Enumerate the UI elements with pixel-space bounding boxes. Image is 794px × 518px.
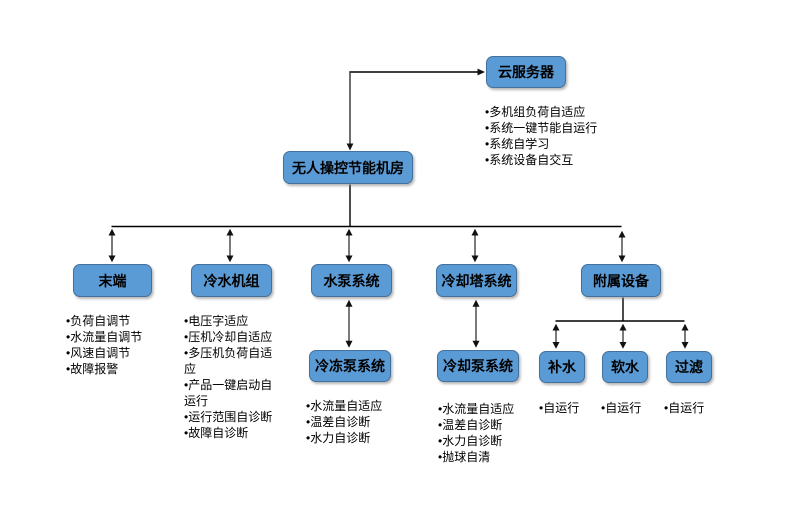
list-item: 系统一键节能自运行	[485, 120, 607, 136]
list-item: 水流量自调节	[66, 329, 154, 345]
list-item: 压机冷却自适应	[184, 329, 281, 345]
list-item: 运行范围自诊断	[184, 409, 281, 425]
list-item: 水力自诊断	[438, 433, 528, 449]
list-item: 负荷自调节	[66, 313, 154, 329]
list-item: 电压字适应	[184, 313, 281, 329]
feature-list-chillpump: 水流量自适应 温差自诊断 水力自诊断	[306, 398, 396, 446]
feature-list-coolpump: 水流量自适应 温差自诊断 水力自诊断 抛球自清	[438, 401, 528, 465]
list-item: 水流量自适应	[438, 401, 528, 417]
double-arrow-to-tower	[471, 228, 479, 263]
list-item: 水力自诊断	[306, 430, 396, 446]
double-arrow-to-pump	[345, 228, 353, 263]
node-soft-water: 软水	[602, 351, 648, 383]
arrowhead-into-cloud	[477, 68, 485, 76]
list-item: 抛球自清	[438, 449, 528, 465]
list-item: 风速自调节	[66, 345, 154, 361]
list-item: 产品一键启动自运行	[184, 377, 281, 409]
node-makeup-water: 补水	[539, 351, 585, 383]
list-item: 温差自诊断	[438, 417, 528, 433]
list-item: 系统设备自交互	[485, 152, 607, 168]
node-chilled-pump-system: 冷冻泵系统	[309, 350, 391, 382]
node-cloud-server: 云服务器	[486, 56, 566, 88]
node-pump-system: 水泵系统	[311, 264, 392, 297]
list-item: 水流量自适应	[306, 398, 396, 414]
double-arrow-to-soft	[619, 323, 627, 349]
double-arrow-pump-to-chillpump	[345, 299, 353, 348]
list-item: 自运行	[601, 400, 653, 416]
list-item: 温差自诊断	[306, 414, 396, 430]
node-auxiliary-equipment: 附属设备	[581, 264, 661, 297]
list-item: 故障自诊断	[184, 425, 281, 441]
feature-list-filter: 自运行	[664, 400, 716, 416]
node-filter: 过滤	[666, 351, 712, 383]
list-item: 多压机负荷自适应	[184, 345, 281, 377]
feature-list-terminal: 负荷自调节 水流量自调节 风速自调节 故障报警	[66, 313, 154, 377]
list-item: 故障报警	[66, 361, 154, 377]
double-arrow-to-makeup	[552, 323, 560, 349]
list-item: 多机组负荷自适应	[485, 104, 607, 120]
double-arrow-to-filter	[681, 323, 689, 349]
feature-list-makeup: 自运行	[539, 400, 591, 416]
double-arrow-to-terminal	[108, 228, 116, 263]
double-arrow-to-chiller	[226, 228, 234, 263]
double-arrow-tower-to-coolpump	[472, 299, 480, 348]
feature-list-soft: 自运行	[601, 400, 653, 416]
double-arrow-to-aux	[618, 230, 626, 263]
list-item: 自运行	[664, 400, 716, 416]
node-chiller-unit: 冷水机组	[191, 264, 272, 297]
feature-list-chiller: 电压字适应 压机冷却自适应 多压机负荷自适应 产品一键启动自运行 运行范围自诊断…	[184, 313, 281, 441]
node-cooling-tower-system: 冷却塔系统	[436, 264, 517, 297]
feature-list-cloud: 多机组负荷自适应 系统一键节能自运行 系统自学习 系统设备自交互	[485, 104, 607, 168]
list-item: 自运行	[539, 400, 591, 416]
node-cooling-pump-system: 冷却泵系统	[437, 350, 519, 382]
list-item: 系统自学习	[485, 136, 607, 152]
node-root-machine-room: 无人操控节能机房	[283, 151, 413, 184]
arrowhead-into-root	[346, 143, 354, 151]
node-terminal: 末端	[73, 264, 152, 297]
